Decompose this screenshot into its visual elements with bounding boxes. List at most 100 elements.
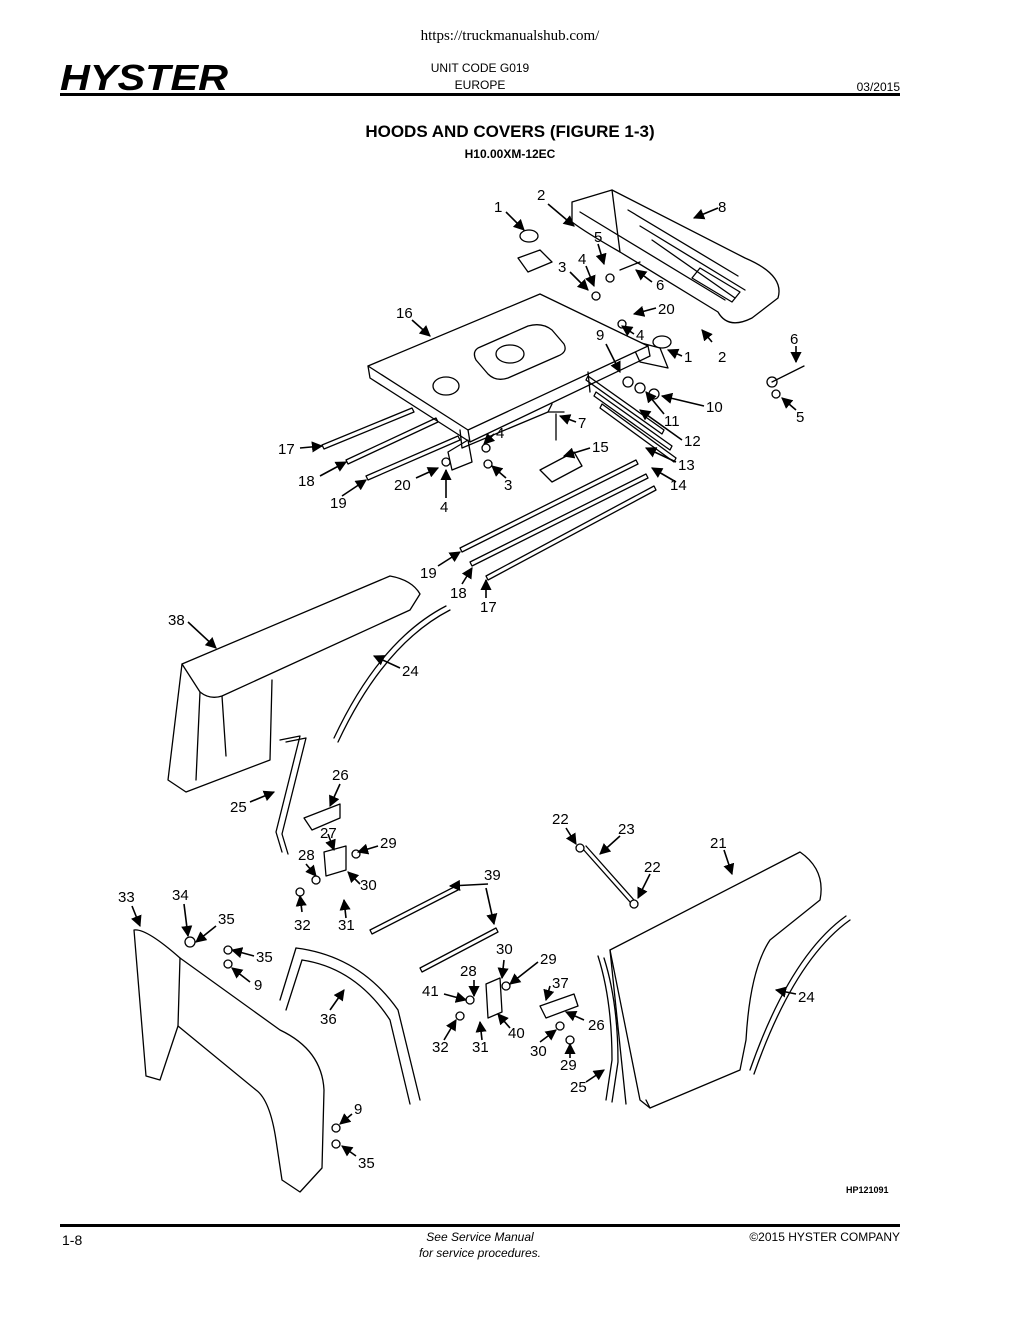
figure-code: HP121091: [846, 1185, 889, 1195]
callout-22: 22: [552, 811, 569, 828]
callout-12: 12: [684, 433, 701, 450]
callout-9: 9: [254, 977, 262, 994]
callout-8: 8: [718, 199, 726, 216]
figure-subtitle: H10.00XM-12EC: [464, 147, 556, 161]
callout-35: 35: [218, 911, 235, 928]
figure-title: HOODS AND COVERS (FIGURE 1-3): [365, 122, 655, 141]
gas-spring-part: [575, 843, 639, 909]
callout-26: 26: [588, 1017, 605, 1034]
header-rule: [60, 93, 900, 96]
callout-29: 29: [560, 1057, 577, 1074]
callout-28: 28: [298, 847, 315, 864]
hyster-logo: HYSTER: [60, 60, 228, 94]
callout-20: 20: [658, 301, 675, 318]
service-note-line1: See Service Manual: [426, 1230, 534, 1244]
rear-right-panel-part: [609, 851, 822, 1109]
callout-5: 5: [796, 409, 804, 426]
callout-24: 24: [798, 989, 815, 1006]
callout-19: 19: [330, 495, 347, 512]
callout-36: 36: [320, 1011, 337, 1028]
callout-4: 4: [496, 425, 504, 442]
callout-3: 3: [558, 259, 566, 276]
callout-34: 34: [172, 887, 189, 904]
callout-2: 2: [718, 349, 726, 366]
callout-37: 37: [552, 975, 569, 992]
callout-35: 35: [358, 1155, 375, 1172]
callout-17: 17: [480, 599, 497, 616]
callout-25: 25: [570, 1079, 587, 1096]
region: EUROPE: [454, 78, 506, 92]
callout-18: 18: [298, 473, 315, 490]
edge-trim-part: [275, 735, 619, 1103]
callout-18: 18: [450, 585, 467, 602]
bracket-26-part: [303, 803, 579, 1019]
top-plate-part: [367, 293, 651, 443]
callout-3: 3: [504, 477, 512, 494]
callout-24: 24: [402, 663, 419, 680]
grille-cover-part: [571, 189, 780, 324]
callout-19: 19: [420, 565, 437, 582]
callout-6: 6: [656, 277, 664, 294]
callout-22: 22: [644, 859, 661, 876]
callout-27: 27: [320, 825, 337, 842]
callout-28: 28: [460, 963, 477, 980]
callout-30: 30: [496, 941, 513, 958]
callout-32: 32: [294, 917, 311, 934]
callout-21: 21: [710, 835, 727, 852]
callout-1: 1: [684, 349, 692, 366]
footer-rule: [60, 1224, 900, 1227]
callout-32: 32: [432, 1039, 449, 1056]
callout-23: 23: [618, 821, 635, 838]
callout-9: 9: [596, 327, 604, 344]
callout-38: 38: [168, 612, 185, 629]
seal-strip-39-part: [369, 885, 499, 973]
callout-labels: 1 2 8 5 3 4 6 20 16 9 4 1 2 6 5 10 11 7 …: [118, 187, 815, 1172]
callout-16: 16: [396, 305, 413, 322]
callout-30: 30: [360, 877, 377, 894]
callout-1: 1: [494, 199, 502, 216]
callout-4: 4: [440, 499, 448, 516]
callout-10: 10: [706, 399, 723, 416]
latch-assembly-part: [295, 845, 511, 1021]
callout-40: 40: [508, 1025, 525, 1042]
callout-25: 25: [230, 799, 247, 816]
service-note-line2: for service procedures.: [418, 1246, 542, 1260]
fasteners-lower: [184, 936, 575, 1149]
knob-part: [519, 229, 672, 349]
callout-33: 33: [118, 889, 135, 906]
callout-2: 2: [537, 187, 545, 204]
callout-41: 41: [422, 983, 439, 1000]
callout-7: 7: [578, 415, 586, 432]
callout-13: 13: [678, 457, 695, 474]
callout-6: 6: [790, 331, 798, 348]
callout-4: 4: [636, 327, 644, 344]
fender-36-part: [279, 947, 421, 1105]
hood-seal-part: [333, 605, 851, 1075]
callout-30: 30: [530, 1043, 547, 1060]
brand-name: HYSTER: [60, 60, 228, 94]
callout-17: 17: [278, 441, 295, 458]
callout-29: 29: [380, 835, 397, 852]
side-rails-part: [321, 375, 677, 581]
callout-5: 5: [594, 229, 602, 246]
callout-14: 14: [670, 477, 687, 494]
callout-4: 4: [578, 251, 586, 268]
source-url[interactable]: https://truckmanualshub.com/: [420, 28, 600, 44]
callout-20: 20: [394, 477, 411, 494]
callout-29: 29: [540, 951, 557, 968]
unit-code: UNIT CODE G019: [430, 61, 530, 75]
rear-left-panel-part: [133, 929, 325, 1193]
callout-31: 31: [472, 1039, 489, 1056]
callout-35: 35: [256, 949, 273, 966]
callout-11: 11: [664, 413, 680, 430]
callout-26: 26: [332, 767, 349, 784]
leader-arrows: [131, 203, 802, 1157]
callout-9: 9: [354, 1101, 362, 1118]
callout-31: 31: [338, 917, 355, 934]
hood-latch-rod-part: [539, 411, 583, 483]
page-number: 1-8: [62, 1232, 83, 1248]
left-hood-panel-part: [167, 575, 421, 793]
revision-date: 03/2015: [856, 80, 900, 94]
copyright: ©2015 HYSTER COMPANY: [749, 1230, 900, 1244]
